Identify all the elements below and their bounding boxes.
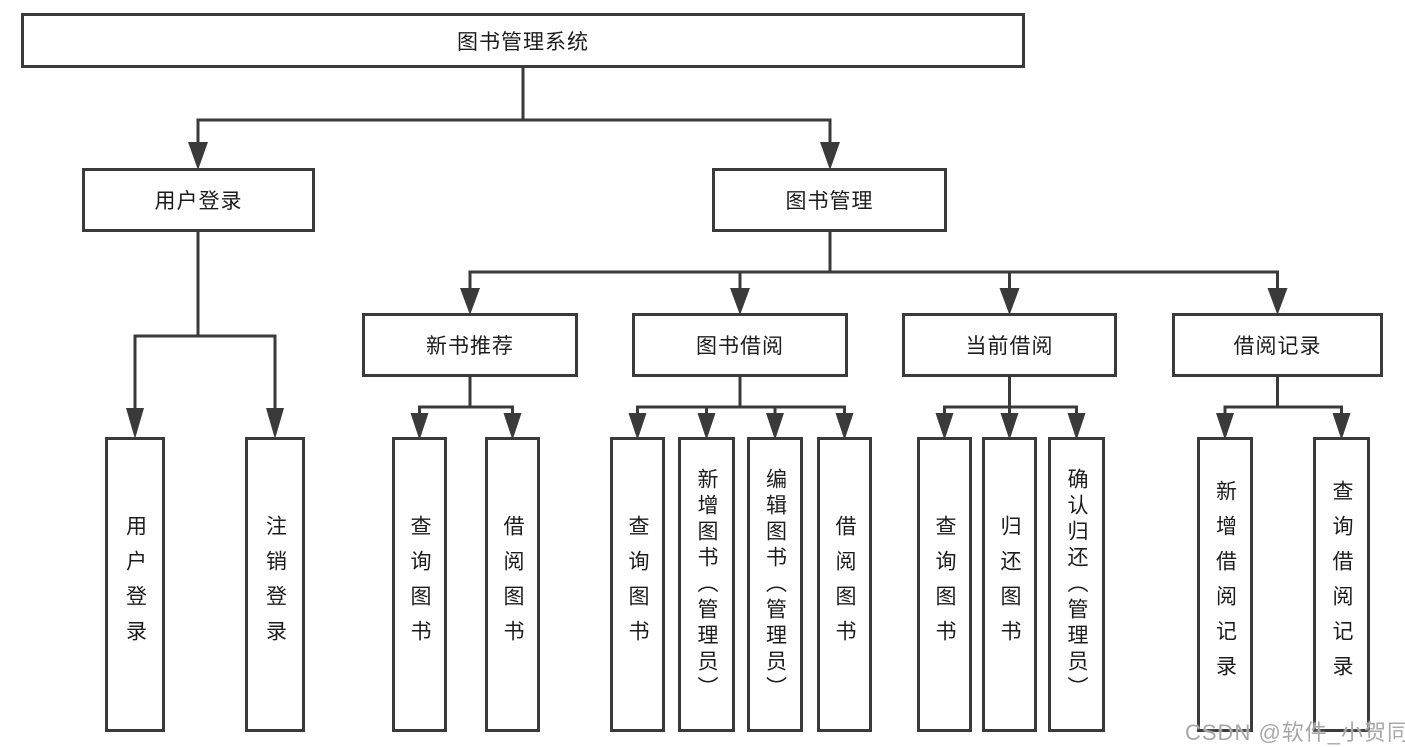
node-current-borrow: 当前借阅	[902, 313, 1117, 377]
leaf-add-book-admin-label: 新增图书（管理员）	[695, 467, 719, 702]
csdn-watermark: CSDN @软件_小贺同学	[1185, 720, 1405, 745]
leaf-borrow-book: 借阅图书	[817, 437, 872, 732]
node-book-management: 图书管理	[712, 168, 947, 232]
leaf-add-book-admin: 新增图书（管理员）	[678, 437, 735, 732]
node-new-book-recommend: 新书推荐	[362, 313, 578, 377]
leaf-return-book: 归还图书	[982, 437, 1037, 732]
leaf-query-book-recommend: 查询图书	[392, 437, 447, 732]
leaf-query-book-current-label: 查询图书	[933, 514, 957, 655]
leaf-query-book-borrow-label: 查询图书	[626, 514, 650, 655]
node-book-borrow: 图书借阅	[632, 313, 848, 377]
leaf-query-book-current: 查询图书	[917, 437, 972, 732]
leaf-logout-label: 注销登录	[263, 514, 287, 655]
leaf-borrow-book-label: 借阅图书	[833, 514, 857, 655]
leaf-return-book-label: 归还图书	[998, 514, 1022, 655]
node-root-library-system: 图书管理系统	[21, 13, 1025, 68]
leaf-borrow-book-recommend: 借阅图书	[485, 437, 540, 732]
leaf-user-login: 用户登录	[105, 437, 165, 732]
node-user-login: 用户登录	[82, 168, 315, 232]
leaf-edit-book-admin: 编辑图书（管理员）	[747, 437, 803, 732]
leaf-add-borrow-record: 新增借阅记录	[1197, 437, 1253, 732]
leaf-confirm-return-admin: 确认归还（管理员）	[1048, 437, 1105, 732]
node-borrow-record: 借阅记录	[1172, 313, 1383, 377]
leaf-query-book-recommend-label: 查询图书	[408, 514, 432, 655]
leaf-query-book-borrow: 查询图书	[610, 437, 665, 732]
leaf-confirm-return-admin-label: 确认归还（管理员）	[1065, 467, 1089, 702]
leaf-borrow-book-recommend-label: 借阅图书	[501, 514, 525, 655]
leaf-query-borrow-record: 查询借阅记录	[1313, 437, 1370, 732]
leaf-user-login-label: 用户登录	[123, 514, 147, 655]
leaf-edit-book-admin-label: 编辑图书（管理员）	[763, 467, 787, 702]
leaf-logout: 注销登录	[245, 437, 305, 732]
leaf-add-borrow-record-label: 新增借阅记录	[1213, 479, 1237, 690]
leaf-query-borrow-record-label: 查询借阅记录	[1330, 479, 1354, 690]
